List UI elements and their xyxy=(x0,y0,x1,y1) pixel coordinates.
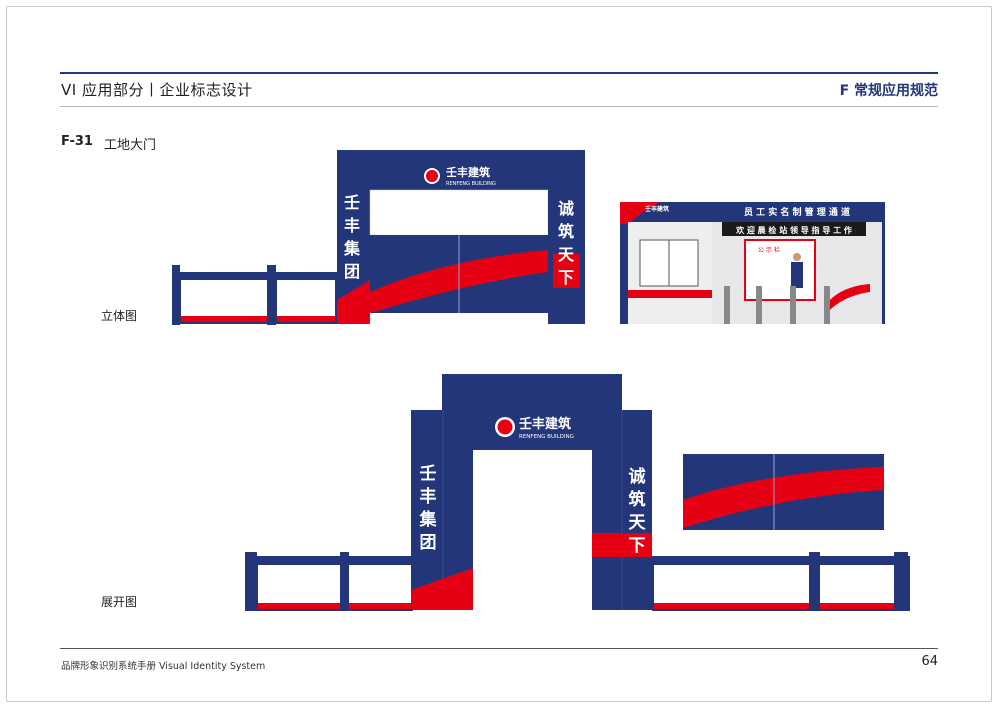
header-rule xyxy=(60,72,938,74)
header-category: F 常规应用规范 xyxy=(839,83,938,99)
gate3d-right-slogan-1: 筑 xyxy=(558,222,574,241)
footer-rule xyxy=(60,648,938,649)
label-3d-view: 立体图 xyxy=(101,309,138,323)
gate3d-right-slogan-0: 诚 xyxy=(558,199,574,218)
gate3d-right-slogan-3: 下 xyxy=(558,268,574,287)
gate3d-left-slogan-3: 团 xyxy=(344,262,360,281)
fence-3d xyxy=(172,265,338,325)
header-section-title: VI 应用部分丨企业标志设计 xyxy=(61,81,253,99)
header-sub-rule xyxy=(60,106,938,107)
gateflat-logo-en: RENFENG BUILDING xyxy=(519,434,574,440)
gate3d-logo-cn: 壬丰建筑 xyxy=(446,165,490,179)
guardhouse: 员 工 实 名 制 管 理 通 道 欢 迎 晨 检 站 领 导 指 导 工 作 … xyxy=(620,202,885,324)
gateflat-left-slogan-1: 丰 xyxy=(420,486,437,507)
gateflat-left-slogan-3: 团 xyxy=(420,533,437,553)
gate3d-left-slogan-2: 集 xyxy=(343,239,361,258)
item-title: 工地大门 xyxy=(104,138,157,153)
notice-board-title: 公 示 栏 xyxy=(758,246,780,254)
label-flat-view: 展开图 xyxy=(101,595,138,609)
item-code: F-31 xyxy=(61,134,93,149)
gateflat-right-slogan-0: 诚 xyxy=(629,466,646,487)
footer-manual-title: 品牌形象识别系统手册 Visual Identity System xyxy=(61,661,266,672)
page-number: 64 xyxy=(921,654,938,669)
gate-flat: 壬丰建筑 RENFENG BUILDING 壬 丰 集 团 诚 筑 天 下 xyxy=(245,374,910,611)
gateflat-right-slogan-3: 下 xyxy=(629,536,646,556)
page-frame xyxy=(6,6,992,702)
gateflat-right-slogan-1: 筑 xyxy=(629,489,646,510)
gateflat-left-slogan-0: 壬 xyxy=(420,464,437,484)
gate-3d: 壬丰建筑 RENFENG BUILDING 壬 丰 集 团 诚 筑 天 下 xyxy=(172,150,585,325)
gate3d-left-slogan-1: 丰 xyxy=(344,216,360,235)
gateflat-left-slogan-2: 集 xyxy=(419,509,438,530)
gateflat-logo-cn: 壬丰建筑 xyxy=(519,416,571,432)
gateflat-right-slogan-2: 天 xyxy=(629,513,647,533)
guardhouse-title: 员 工 实 名 制 管 理 通 道 xyxy=(744,206,850,218)
gate3d-right-slogan-2: 天 xyxy=(558,245,575,264)
guardhouse-banner: 欢 迎 晨 检 站 领 导 指 导 工 作 xyxy=(735,225,852,235)
guardhouse-logo: 壬丰建筑 xyxy=(645,205,669,213)
gate3d-logo-en: RENFENG BUILDING xyxy=(446,181,496,187)
gate3d-left-slogan-0: 壬 xyxy=(344,193,360,212)
